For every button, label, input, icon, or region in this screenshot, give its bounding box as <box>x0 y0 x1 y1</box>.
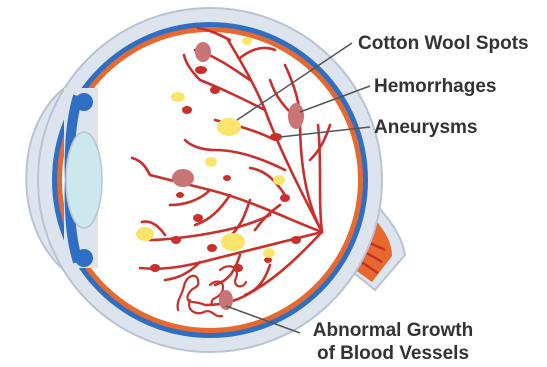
label-hemorrhages: Hemorrhages <box>374 76 497 97</box>
label-aneurysms: Aneurysms <box>374 117 478 138</box>
label-abnormal-growth-line2: of Blood Vessels <box>300 343 486 364</box>
label-abnormal-growth-line1: Abnormal Growth <box>300 320 486 341</box>
label-cotton-wool-spots: Cotton Wool Spots <box>358 33 529 54</box>
lens <box>66 132 102 228</box>
